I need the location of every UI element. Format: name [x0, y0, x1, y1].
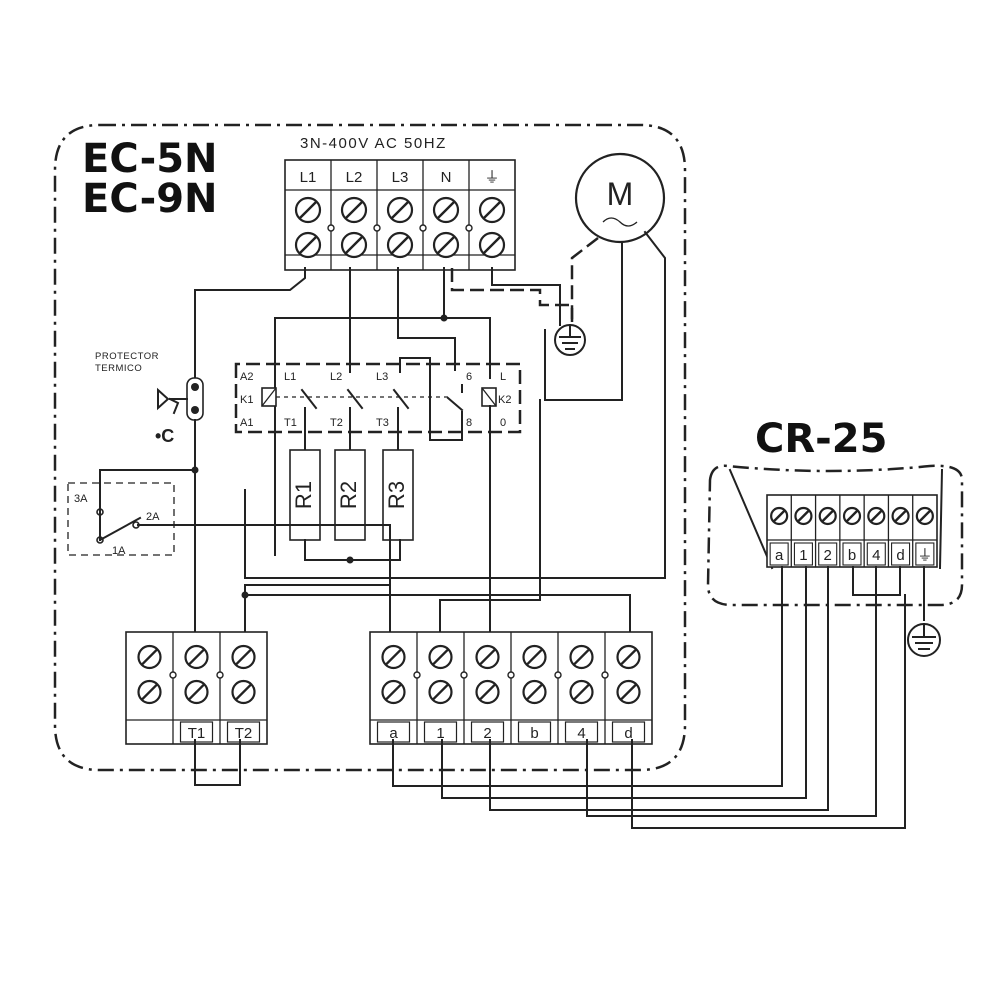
terminal-label: T1 [188, 725, 206, 742]
k1-load-label: T3 [376, 417, 389, 429]
terminal-label: 4 [577, 725, 585, 742]
svg-text:M: M [607, 176, 634, 212]
terminal-label: b [530, 725, 538, 742]
k1-line-label: L1 [284, 371, 296, 383]
svg-text:R1: R1 [291, 481, 316, 509]
k1-load-label: T1 [284, 417, 297, 429]
svg-text:2A: 2A [146, 511, 160, 523]
control-terminal-label: d [896, 547, 904, 564]
k1-load-label: T2 [330, 417, 343, 429]
heater-1: R1 [289, 449, 321, 541]
control-terminal-label: 4 [872, 547, 880, 564]
terminal-block-right: a 1 2 b 4 d [369, 631, 653, 745]
control-terminal-label: 1 [799, 547, 807, 564]
supply-terminal-label: L3 [392, 169, 409, 186]
thermal-protector-c: •C [155, 426, 174, 446]
unit-enclosure [53, 123, 687, 772]
supply-terminal-label: N [441, 169, 452, 186]
supply-terminal-block: L1 L2 L3 N ⏚ [284, 159, 516, 271]
terminal-label: a [389, 725, 398, 742]
svg-text:6: 6 [466, 371, 472, 383]
control-terminal-label: 2 [824, 547, 832, 564]
svg-text:R3: R3 [384, 481, 409, 509]
terminal-label: 2 [483, 725, 491, 742]
svg-text:A1: A1 [240, 417, 253, 429]
supply-label: 3N-400V AC 50HZ [300, 135, 447, 152]
terminal-label: d [624, 725, 632, 742]
svg-text:K2: K2 [498, 394, 511, 406]
motor-icon [574, 152, 666, 244]
thermal-protector-label-2: TERMICO [95, 363, 142, 374]
contactor-k2: 6 8 L K2 0 [399, 357, 511, 641]
supply-terminal-label: L2 [346, 169, 363, 186]
thermostat-switch: 3A 2A 1A [67, 482, 175, 557]
motor-symbol: M [574, 152, 666, 244]
control-terminal-label: b [848, 547, 856, 564]
ground-symbol-control [907, 623, 941, 657]
model-name-1: EC-5N [82, 136, 218, 182]
model-name-2: EC-9N [82, 176, 218, 222]
terminal-block-left: T1 T2 [125, 631, 268, 745]
control-terminal-label: a [775, 547, 784, 564]
svg-text:A2: A2 [240, 371, 253, 383]
heater-3: R3 [382, 449, 414, 541]
heater-2: R2 [334, 449, 366, 541]
svg-text:1A: 1A [112, 545, 126, 557]
svg-text:3A: 3A [74, 493, 88, 505]
supply-terminal-label: L1 [300, 169, 317, 186]
thermal-protector-label-1: PROTECTOR [95, 351, 159, 362]
control-name: CR-25 [755, 416, 887, 462]
supply-terminal-label: ⏚ [484, 169, 499, 186]
svg-text:L: L [500, 371, 506, 383]
ground-symbol-motor [554, 324, 586, 356]
terminal-label: 1 [436, 725, 444, 742]
thermal-protector [157, 377, 204, 421]
k1-line-label: L3 [376, 371, 388, 383]
svg-text:K1: K1 [240, 394, 253, 406]
svg-text:8: 8 [466, 417, 472, 429]
svg-text:0: 0 [500, 417, 506, 429]
terminal-label: T2 [235, 725, 253, 742]
control-terminal-label: ⏚ [917, 547, 932, 564]
svg-text:R2: R2 [336, 481, 361, 509]
k1-line-label: L2 [330, 371, 342, 383]
